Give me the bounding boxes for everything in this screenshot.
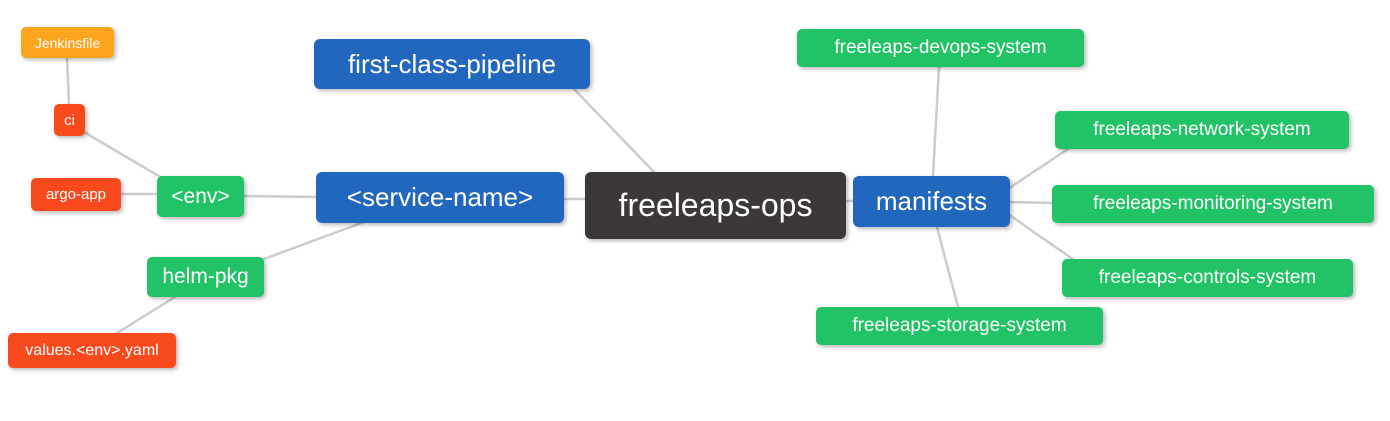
node-freeleaps-ops-root[interactable]: freeleaps-ops — [585, 172, 846, 239]
node-helm-pkg[interactable]: helm-pkg — [147, 257, 264, 297]
node-controls-system[interactable]: freeleaps-controls-system — [1062, 259, 1353, 297]
node-values-env-yaml[interactable]: values.<env>.yaml — [8, 333, 176, 368]
edge-manifests-controls — [1006, 212, 1076, 262]
edge-env-service-name — [242, 194, 318, 199]
edge-jenkinsfile-ci — [65, 55, 71, 107]
edge-ci-env — [82, 130, 164, 180]
node-service-name[interactable]: <service-name> — [316, 172, 564, 223]
node-jenkinsfile[interactable]: Jenkinsfile — [21, 27, 114, 58]
node-first-class-pipeline[interactable]: first-class-pipeline — [314, 39, 590, 89]
node-argo-app[interactable]: argo-app — [31, 178, 121, 211]
edge-manifests-monitoring — [1006, 200, 1054, 205]
node-manifests[interactable]: manifests — [853, 176, 1010, 227]
node-monitoring-system[interactable]: freeleaps-monitoring-system — [1052, 185, 1374, 223]
edge-manifests-devops — [931, 65, 941, 178]
edge-values-yaml-helm-pkg — [115, 295, 177, 335]
node-env[interactable]: <env> — [157, 176, 244, 217]
edge-helm-pkg-service-name — [262, 220, 366, 261]
node-storage-system[interactable]: freeleaps-storage-system — [816, 307, 1103, 345]
edge-manifests-storage — [935, 225, 960, 309]
edge-pipeline-root — [572, 87, 656, 174]
node-ci[interactable]: ci — [54, 104, 85, 136]
edge-manifests-network — [1006, 147, 1070, 191]
node-network-system[interactable]: freeleaps-network-system — [1055, 111, 1349, 149]
node-devops-system[interactable]: freeleaps-devops-system — [797, 29, 1084, 67]
